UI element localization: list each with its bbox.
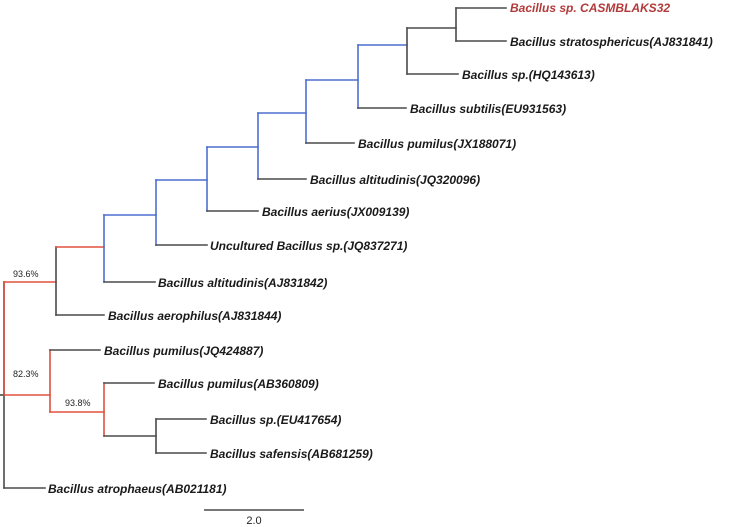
support-label-middle-clade: 82.3% (13, 369, 39, 379)
taxon-label-jq320096: Bacillus altitudinis(JQ320096) (310, 173, 480, 187)
taxon-label-jq424887: Bacillus pumilus(JQ424887) (104, 344, 263, 358)
support-label-upper-clade: 93.6% (13, 269, 39, 279)
scale-bar: 2.0 (204, 509, 304, 527)
scale-bar-label: 2.0 (246, 515, 261, 527)
bootstrap-support-labels: 93.6% 82.3% 93.8% (13, 269, 91, 408)
taxon-label-jx188071: Bacillus pumilus(JX188071) (358, 137, 516, 151)
taxon-label-aj831841: Bacillus stratosphericus(AJ831841) (510, 35, 713, 49)
taxon-label-jx009139: Bacillus aerius(JX009139) (262, 205, 409, 219)
taxon-label-eu417654: Bacillus sp.(EU417654) (210, 413, 341, 427)
taxon-labels: Bacillus sp. CASMBLAKS32 Bacillus strato… (48, 1, 713, 496)
taxon-label-eu931563: Bacillus subtilis(EU931563) (410, 102, 566, 116)
taxon-label-casmblaks32: Bacillus sp. CASMBLAKS32 (510, 1, 670, 15)
taxon-label-ab021181: Bacillus atrophaeus(AB021181) (48, 482, 227, 496)
support-label-lower-clade: 93.8% (65, 398, 91, 408)
taxon-label-aj831842: Bacillus altitudinis(AJ831842) (158, 276, 327, 290)
tree-branches (0, 7, 507, 489)
taxon-label-ab681259: Bacillus safensis(AB681259) (210, 447, 373, 461)
taxon-label-ab360809: Bacillus pumilus(AB360809) (158, 377, 319, 391)
taxon-label-jq837271: Uncultured Bacillus sp.(JQ837271) (210, 239, 407, 253)
taxon-label-hq143613: Bacillus sp.(HQ143613) (462, 68, 595, 82)
taxon-label-aj831844: Bacillus aerophilus(AJ831844) (108, 309, 281, 323)
